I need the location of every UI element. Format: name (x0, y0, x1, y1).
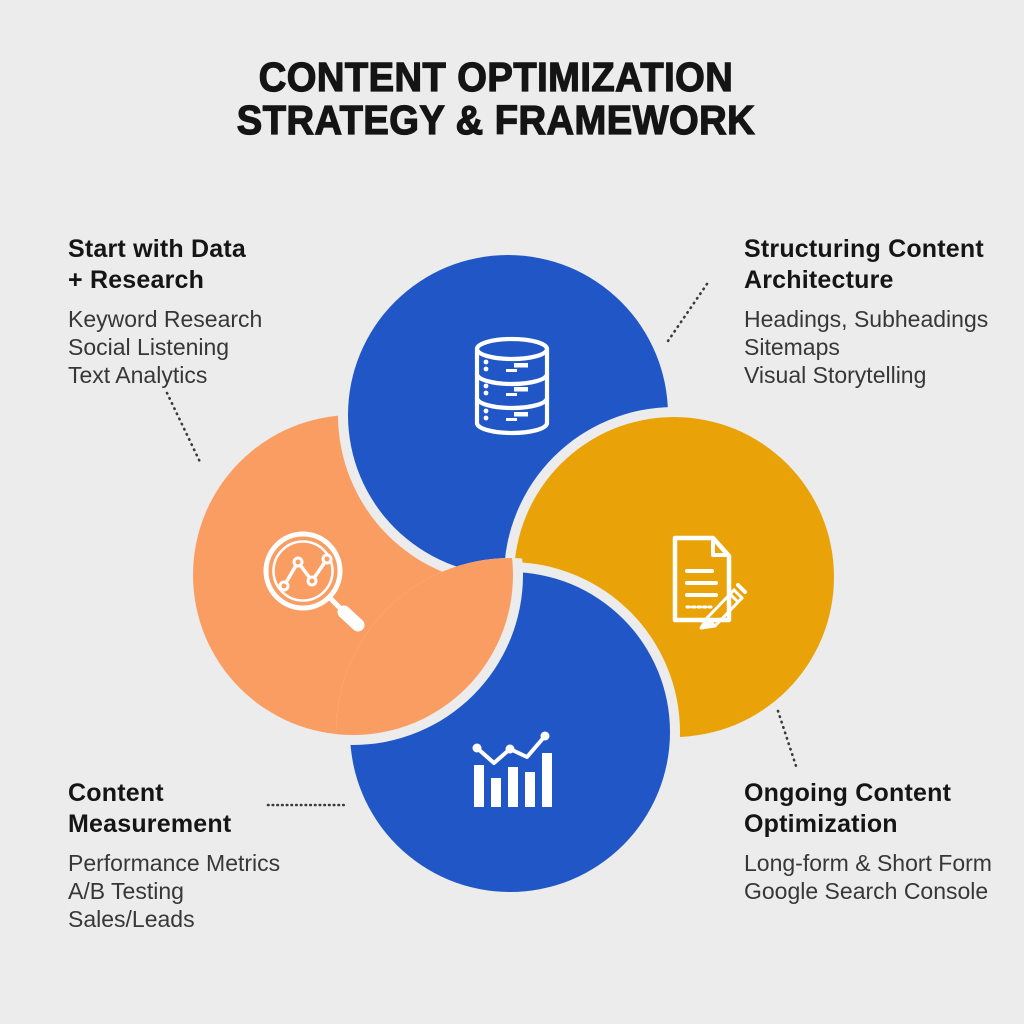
section-heading: Content (68, 779, 164, 807)
list-item: A/B Testing (68, 878, 184, 904)
connector-top-right (666, 282, 709, 343)
section-items: Headings, Subheadings Sitemaps Visual St… (744, 305, 988, 389)
list-item: Sitemaps (744, 334, 840, 360)
list-item: Sales/Leads (68, 906, 195, 932)
page-title: CONTENT OPTIMIZATION STRATEGY & FRAMEWOR… (35, 54, 958, 143)
database-icon (474, 336, 550, 436)
section-items: Performance Metrics A/B Testing Sales/Le… (68, 849, 280, 933)
section-heading: Ongoing Content (744, 779, 952, 807)
list-item: Performance Metrics (68, 850, 281, 876)
section-heading: Structuring Content (744, 235, 984, 263)
page-title-line-2: STRATEGY & FRAMEWORK (236, 97, 756, 143)
section-heading: + Research (68, 266, 205, 294)
section-ongoing-content-optimization: Ongoing Content Optimization Long-form &… (744, 778, 992, 905)
page-title-line-1: CONTENT OPTIMIZATION (258, 54, 734, 100)
list-item: Visual Storytelling (744, 362, 927, 388)
list-item: Text Analytics (68, 362, 208, 388)
section-items: Keyword Research Social Listening Text A… (68, 305, 262, 389)
section-items: Long-form & Short Form Google Search Con… (744, 849, 992, 905)
section-structuring-content-architecture: Structuring Content Architecture Heading… (744, 234, 988, 389)
list-item: Headings, Subheadings (744, 306, 989, 332)
list-item: Google Search Console (744, 878, 989, 904)
section-heading: Measurement (68, 810, 232, 838)
list-item: Social Listening (68, 334, 230, 360)
circle-group (183, 245, 844, 902)
section-start-with-data-research: Start with Data + Research Keyword Resea… (68, 234, 262, 389)
section-content-measurement: Content Measurement Performance Metrics … (68, 778, 280, 933)
connector-bottom-right (776, 709, 799, 771)
section-heading: Start with Data (68, 235, 247, 263)
connector-top-left (165, 391, 203, 466)
bar-chart-icon (472, 731, 552, 807)
search-trend-icon (263, 531, 365, 632)
section-heading: Architecture (744, 266, 894, 294)
list-item: Long-form & Short Form (744, 850, 992, 876)
section-heading: Optimization (744, 810, 898, 838)
connector-lines (165, 282, 799, 807)
list-item: Keyword Research (68, 306, 263, 332)
document-edit-icon (672, 535, 747, 630)
